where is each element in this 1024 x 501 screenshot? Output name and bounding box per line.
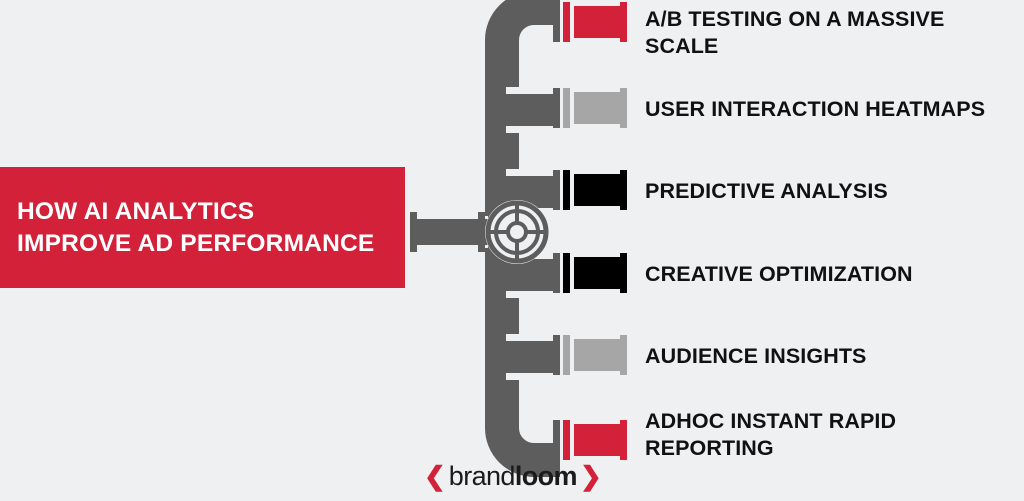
logo-word-brand: brand	[448, 460, 516, 491]
flange-3a	[553, 170, 560, 210]
branch-label-2: USER INTERACTION HEATMAPS	[645, 97, 986, 121]
flange-1b	[563, 2, 570, 42]
flange-6c	[620, 420, 627, 460]
valve-hub	[506, 221, 528, 243]
branch-pipe-3	[553, 170, 627, 210]
flange-4a	[553, 253, 560, 293]
pipe-body-2	[574, 92, 623, 124]
branch-pipe-2	[553, 88, 627, 128]
flange-4c	[620, 253, 627, 293]
inlet-flange-left	[410, 212, 417, 252]
pipe-body-3	[574, 174, 623, 206]
logo-word-loom: loom	[514, 460, 578, 491]
title-box: HOW AI ANALYTICS IMPROVE AD PERFORMANCE	[0, 167, 405, 288]
flange-3c	[620, 170, 627, 210]
branch-label-6: ADHOC INSTANT RAPID REPORTING	[645, 409, 897, 460]
flange-6a	[553, 420, 560, 460]
branch-stubs-group	[506, 87, 556, 380]
chevron-left-icon: ❮	[424, 461, 446, 491]
flange-5c	[620, 335, 627, 375]
branch-label-5: AUDIENCE INSIGHTS	[645, 344, 867, 368]
branch-pipe-6	[553, 420, 627, 460]
logo-wordmark: brandloom	[448, 460, 578, 491]
pipe-body-1	[574, 6, 623, 38]
flange-1a	[553, 2, 560, 42]
pipe-body-6	[574, 424, 623, 456]
flange-5a	[553, 335, 560, 375]
title-line-1: HOW AI ANALYTICS	[17, 197, 255, 225]
brandloom-logo: ❮ brandloom ❯	[424, 459, 602, 493]
branch-pipe-1	[553, 2, 627, 42]
title-line-2: IMPROVE AD PERFORMANCE	[17, 229, 375, 257]
chevron-right-icon: ❯	[579, 461, 602, 491]
branch-pipe-4	[553, 253, 627, 293]
branch-pipe-5	[553, 335, 627, 375]
flange-4b	[563, 253, 570, 293]
flange-2a	[553, 88, 560, 128]
branch-label-1: A/B TESTING ON A MASSIVE SCALE	[645, 7, 945, 58]
flange-2b	[563, 88, 570, 128]
flange-1c	[620, 2, 627, 42]
inlet-flange-mid-a	[478, 212, 485, 252]
branch-label-4: CREATIVE OPTIMIZATION	[645, 262, 913, 286]
flange-3b	[563, 170, 570, 210]
valve-wheel-icon	[485, 200, 549, 264]
flange-6b	[563, 420, 570, 460]
flange-5b	[563, 335, 570, 375]
branch-label-3: PREDICTIVE ANALYSIS	[645, 179, 888, 203]
valve-outer-ring	[485, 200, 549, 264]
flange-2c	[620, 88, 627, 128]
pipe-body-4	[574, 257, 623, 289]
pipe-body-5	[574, 339, 623, 371]
